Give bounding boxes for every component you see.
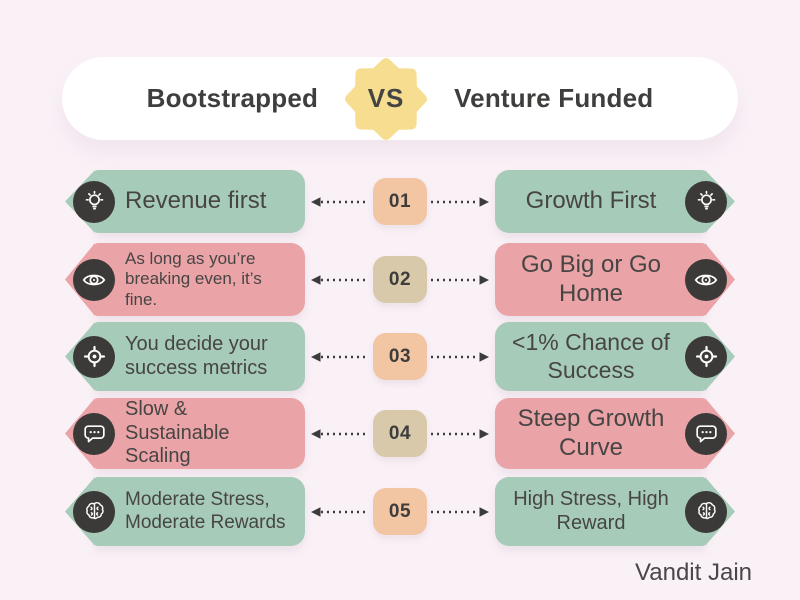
banner-label: You decide your success metrics bbox=[125, 332, 268, 379]
dotted-arrow-left-icon bbox=[311, 196, 369, 208]
right-banner-go-big: Go Big or Go Home bbox=[495, 243, 735, 316]
row-connector: 01 bbox=[305, 178, 495, 225]
right-column-title: Venture Funded bbox=[454, 83, 654, 113]
speech-bubble-icon bbox=[73, 412, 115, 455]
vs-starburst-badge: VS bbox=[344, 57, 428, 141]
vs-label: VS bbox=[367, 83, 405, 113]
comparison-row-2: As long as you’re breaking even, it’s fi… bbox=[65, 243, 735, 316]
row-connector: 02 bbox=[305, 256, 495, 303]
dotted-arrow-right-icon bbox=[431, 274, 489, 286]
banner-label: Slow & Sustainable Scaling bbox=[125, 398, 230, 468]
dotted-arrow-left-icon bbox=[311, 274, 369, 286]
dotted-arrow-right-icon bbox=[431, 506, 489, 518]
eye-icon bbox=[685, 258, 727, 301]
comparison-row-5: Moderate Stress, Moderate Rewards 05 Hig… bbox=[65, 477, 735, 546]
dotted-arrow-right-icon bbox=[431, 351, 489, 363]
comparison-row-3: You decide your success metrics 03 <1% C… bbox=[65, 322, 735, 391]
lightbulb-icon bbox=[685, 180, 727, 223]
step-number-badge: 03 bbox=[373, 333, 427, 380]
banner-label: As long as you’re breaking even, it’s fi… bbox=[125, 249, 262, 309]
brain-icon bbox=[73, 490, 115, 533]
dotted-arrow-right-icon bbox=[431, 428, 489, 440]
step-number-badge: 04 bbox=[373, 410, 427, 457]
starburst-icon bbox=[345, 57, 428, 140]
left-banner-breaking-even: As long as you’re breaking even, it’s fi… bbox=[65, 243, 305, 316]
comparison-row-1: Revenue first 01 Growth First bbox=[65, 170, 735, 233]
banner-label: Growth First bbox=[525, 187, 657, 215]
dotted-arrow-right-icon bbox=[431, 196, 489, 208]
author-credit: Vandit Jain bbox=[635, 559, 752, 586]
lightbulb-icon bbox=[73, 180, 115, 223]
banner-label: Go Big or Go Home bbox=[520, 251, 662, 307]
left-column-title: Bootstrapped bbox=[146, 83, 319, 113]
header-pill: Bootstrapped VS Venture Funded bbox=[62, 57, 738, 140]
banner-label: <1% Chance of Success bbox=[512, 329, 670, 383]
row-connector: 04 bbox=[305, 410, 495, 457]
left-banner-moderate-stress: Moderate Stress, Moderate Rewards bbox=[65, 477, 305, 546]
right-banner-high-stress: High Stress, High Reward bbox=[495, 477, 735, 546]
row-connector: 03 bbox=[305, 333, 495, 380]
left-banner-success-metrics: You decide your success metrics bbox=[65, 322, 305, 391]
right-banner-chance-of-success: <1% Chance of Success bbox=[495, 322, 735, 391]
right-banner-steep-growth: Steep Growth Curve bbox=[495, 398, 735, 469]
step-number-badge: 02 bbox=[373, 256, 427, 303]
brain-icon bbox=[685, 490, 727, 533]
row-connector: 05 bbox=[305, 488, 495, 535]
target-icon bbox=[685, 335, 727, 378]
dotted-arrow-left-icon bbox=[311, 351, 369, 363]
banner-label: Steep Growth Curve bbox=[517, 405, 665, 461]
left-banner-revenue-first: Revenue first bbox=[65, 170, 305, 233]
eye-icon bbox=[73, 258, 115, 301]
step-number-badge: 01 bbox=[373, 178, 427, 225]
target-icon bbox=[73, 335, 115, 378]
banner-label: Moderate Stress, Moderate Rewards bbox=[125, 489, 286, 533]
banner-label: Revenue first bbox=[125, 187, 267, 215]
step-number-badge: 05 bbox=[373, 488, 427, 535]
right-banner-growth-first: Growth First bbox=[495, 170, 735, 233]
dotted-arrow-left-icon bbox=[311, 428, 369, 440]
speech-bubble-icon bbox=[685, 412, 727, 455]
dotted-arrow-left-icon bbox=[311, 506, 369, 518]
left-banner-sustainable-scaling: Slow & Sustainable Scaling bbox=[65, 398, 305, 469]
comparison-row-4: Slow & Sustainable Scaling 04 Steep Grow… bbox=[65, 398, 735, 469]
banner-label: High Stress, High Reward bbox=[513, 487, 669, 534]
